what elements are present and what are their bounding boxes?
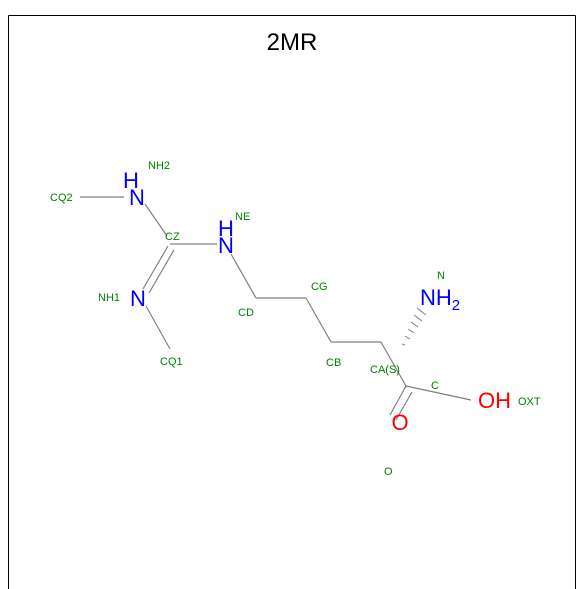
bonds — [80, 196, 472, 421]
nh2-n-label: N — [129, 185, 145, 210]
oxt-oh-label: OH — [478, 388, 511, 413]
n-nh-label: NH2 — [420, 285, 460, 314]
bond-nh1-cq1 — [145, 305, 171, 350]
ca-name: CA(S) — [370, 364, 400, 376]
bond-c-oxt — [405, 385, 472, 401]
cq2-name: CQ2 — [50, 192, 73, 204]
oxt-name: OXT — [518, 396, 541, 408]
o-name: O — [384, 466, 393, 478]
bond-cg-cb — [305, 297, 332, 343]
ne-name: NE — [235, 211, 250, 223]
o-label: O — [391, 410, 408, 435]
bond-cz-nh1-a — [142, 245, 169, 290]
atom-name-labels: CQ2 NH2 CZ NE NH1 CQ1 CD CG CB CA(S) N C… — [50, 160, 541, 478]
bond-cz-nh1-b — [148, 249, 175, 294]
nh1-name: NH1 — [98, 292, 120, 304]
ne-h-label: H — [218, 216, 234, 241]
nh1-n-label: N — [130, 286, 146, 311]
ne-n-label: N — [218, 233, 234, 258]
bond-ca-c — [380, 341, 407, 387]
cq1-name: CQ1 — [160, 356, 183, 368]
molecule-title: 2MR — [267, 29, 318, 56]
element-labels: H N H N N NH2 OH O — [123, 168, 511, 435]
nh2-name: NH2 — [148, 160, 170, 172]
bond-nh2-cz — [144, 203, 168, 237]
n-name: N — [437, 270, 445, 282]
bond-c-o-b — [395, 391, 413, 421]
cd-name: CD — [238, 307, 254, 319]
bond-ne-cd — [230, 253, 257, 299]
bond-c-o-a — [389, 385, 407, 416]
cz-name: CZ — [165, 231, 180, 243]
cg-name: CG — [311, 281, 328, 293]
cb-name: CB — [326, 357, 341, 369]
c-name: C — [431, 380, 439, 392]
nh2-h-label: H — [123, 168, 139, 193]
hashed-wedge-ca-n — [401, 307, 427, 346]
